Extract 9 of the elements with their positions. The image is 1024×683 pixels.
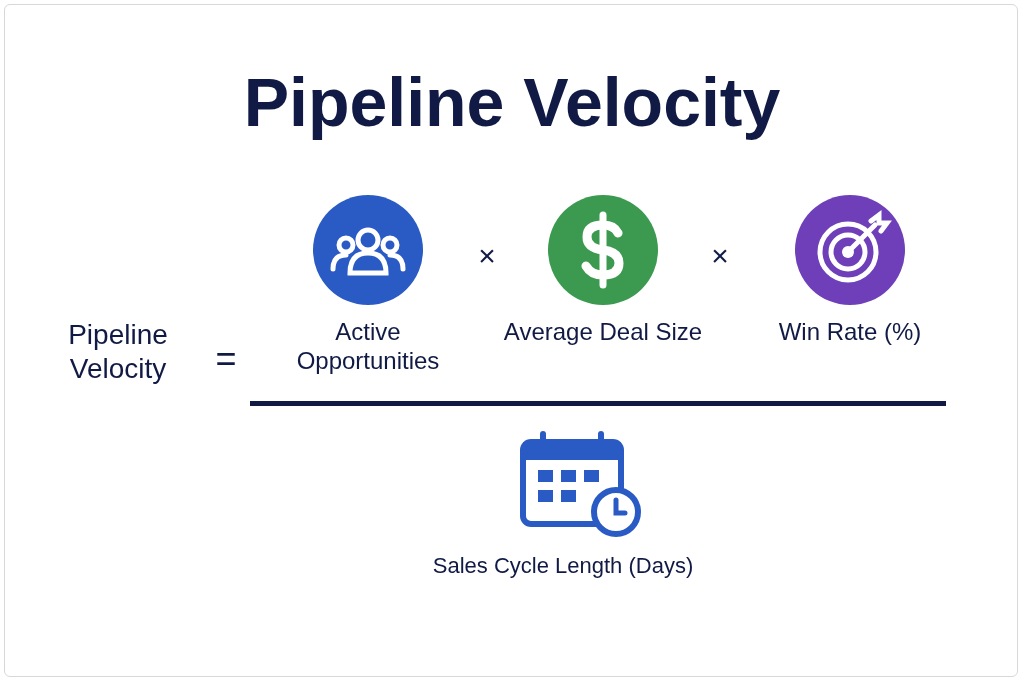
result-label: Pipeline Velocity [67,318,169,386]
title: Pipeline Velocity [242,63,782,142]
factor-label: Active Opportunities [295,318,441,376]
multiply-sign: × [477,238,497,274]
equals-sign: = [214,337,238,381]
factor-label: Win Rate (%) [777,318,923,347]
multiply-sign: × [710,238,730,274]
denominator-label: Sales Cycle Length (Days) [431,553,695,580]
factor-label: Average Deal Size [503,318,703,347]
